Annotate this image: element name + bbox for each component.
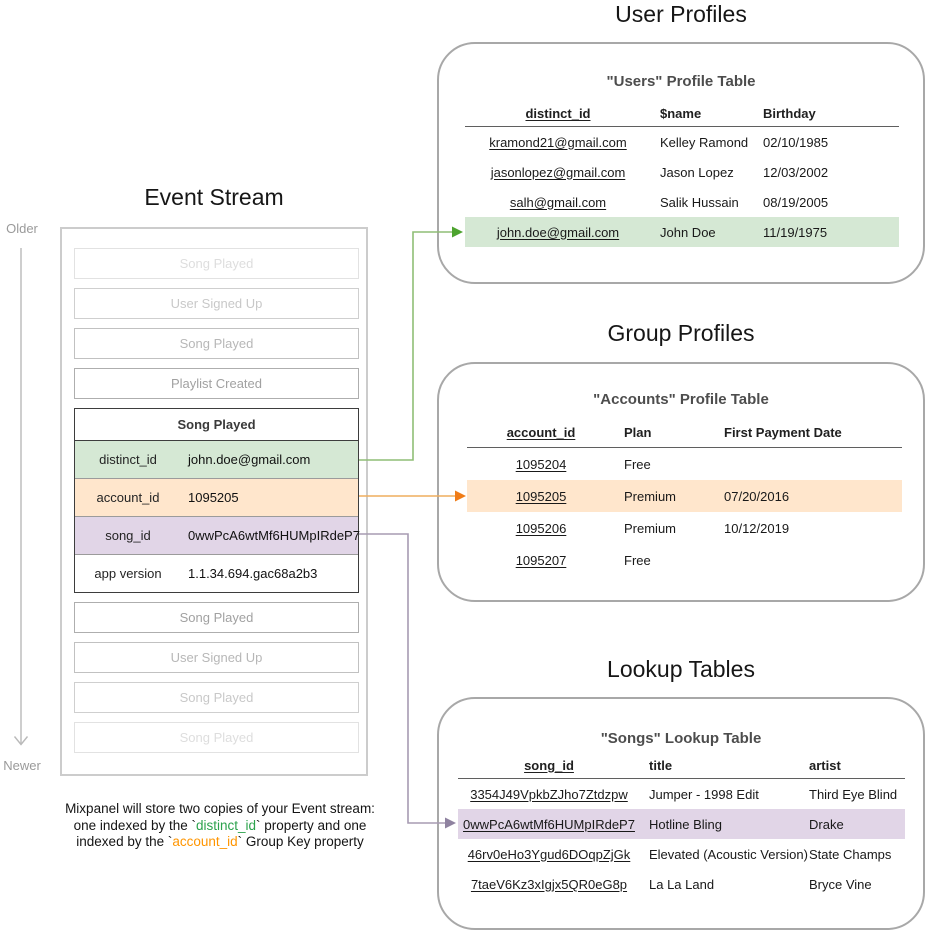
users-profile-card: "Users" Profile Table distinct_id $name … [437,42,925,284]
column-header: Plan [624,425,652,440]
songs-lookup-card: "Songs" Lookup Table song_id title artis… [437,697,925,930]
column-header: song_id [524,757,574,773]
lookup-tables-title: Lookup Tables [607,656,755,682]
expanded-event-title: Song Played [75,409,358,441]
account-id-highlight-text: account_id [172,834,238,849]
accounts-table-header: account_id Plan First Payment Date [467,418,902,448]
table-row: 1095206 Premium 10/12/2019 [515,520,790,536]
table-row: 7taeV6Kz3xIgjx5QR0eG8p La La Land Bryce … [470,876,872,892]
property-value: 0wwPcA6wtMf6HUMpIRdeP7 [188,528,360,543]
column-header: First Payment Date [724,425,842,440]
property-key: distinct_id [99,452,157,467]
accounts-table-title: "Accounts" Profile Table [593,391,769,408]
table-row: jasonlopez@gmail.com Jason Lopez 12/03/2… [490,164,829,180]
property-value: john.doe@gmail.com [188,452,311,467]
users-table-header: distinct_id $name Birthday [465,100,899,127]
users-table-title: "Users" Profile Table [606,73,756,90]
event-box: Song Played [74,328,359,359]
songs-table: song_id title artist 3354J49VpkbZJho7Ztd… [458,752,905,899]
column-header: distinct_id [525,105,591,121]
accounts-table: account_id Plan First Payment Date 10952… [467,418,902,576]
users-table: distinct_id $name Birthday kramond21@gma… [465,100,899,247]
user-profiles-title: User Profiles [615,1,747,27]
caption: Mixpanel will store two copies of your E… [30,801,410,851]
property-key: account_id [96,490,160,505]
group-profiles-title: Group Profiles [607,320,755,346]
column-header: account_id [506,425,576,440]
caption-line-1: Mixpanel will store two copies of your E… [65,801,375,816]
column-header: Birthday [763,105,816,121]
property-row-distinct-id: distinct_id john.doe@gmail.com [75,441,358,478]
column-header: $name [660,105,702,121]
expanded-event-card: Song Played distinct_id john.doe@gmail.c… [74,408,360,593]
event-box: User Signed Up [74,642,359,673]
property-row-song-id: song_id 0wwPcA6wtMf6HUMpIRdeP7 [75,516,360,554]
caption-line-3: indexed by the `account_id` Group Key pr… [76,834,364,849]
table-row: 1095204 Free [515,456,651,472]
event-box: Playlist Created [74,368,359,399]
table-row-highlighted-user: john.doe@gmail.com John Doe 11/19/1975 [465,217,899,247]
accounts-profile-card: "Accounts" Profile Table account_id Plan… [437,362,925,602]
songs-table-header: song_id title artist [458,752,905,779]
property-value: 1.1.34.694.gac68a2b3 [188,566,318,581]
older-label: Older [6,221,38,236]
property-key: song_id [105,528,151,543]
property-key: app version [94,566,162,581]
table-row: 3354J49VpkbZJho7Ztdzpw Jumper - 1998 Edi… [470,786,898,802]
table-row: kramond21@gmail.com Kelley Ramond 02/10/… [489,134,829,150]
event-box: Song Played [74,722,359,753]
event-box: User Signed Up [74,288,359,319]
caption-line-2: one indexed by the `distinct_id` propert… [73,817,367,833]
table-row: salh@gmail.com Salik Hussain 08/19/2005 [509,194,829,210]
table-row: 46rv0eHo3Ygud6DOqpZjGk Elevated (Acousti… [467,846,892,862]
property-row-account-id: account_id 1095205 [75,478,358,516]
column-header: artist [809,757,841,773]
table-row-highlighted-account: 1095205 Premium 07/20/2016 [467,480,902,512]
event-box: Song Played [74,248,359,279]
event-list: Song Played User Signed Up Song Played P… [62,229,366,774]
property-value: 1095205 [188,490,239,505]
property-row-app-version: app version 1.1.34.694.gac68a2b3 [75,554,358,592]
distinct-id-highlight-text: distinct_id [195,817,257,833]
songs-table-title: "Songs" Lookup Table [600,730,762,747]
event-stream-container: Song Played User Signed Up Song Played P… [60,227,368,776]
newer-label: Newer [3,758,41,773]
table-row: 1095207 Free [515,552,651,568]
column-header: title [649,757,673,773]
table-row-highlighted-song: 0wwPcA6wtMf6HUMpIRdeP7 Hotline Bling Dra… [458,809,905,839]
event-stream-title: Event Stream [144,184,284,210]
event-box: Song Played [74,682,359,713]
event-box: Song Played [74,602,359,633]
timeline-arrow [13,248,29,746]
